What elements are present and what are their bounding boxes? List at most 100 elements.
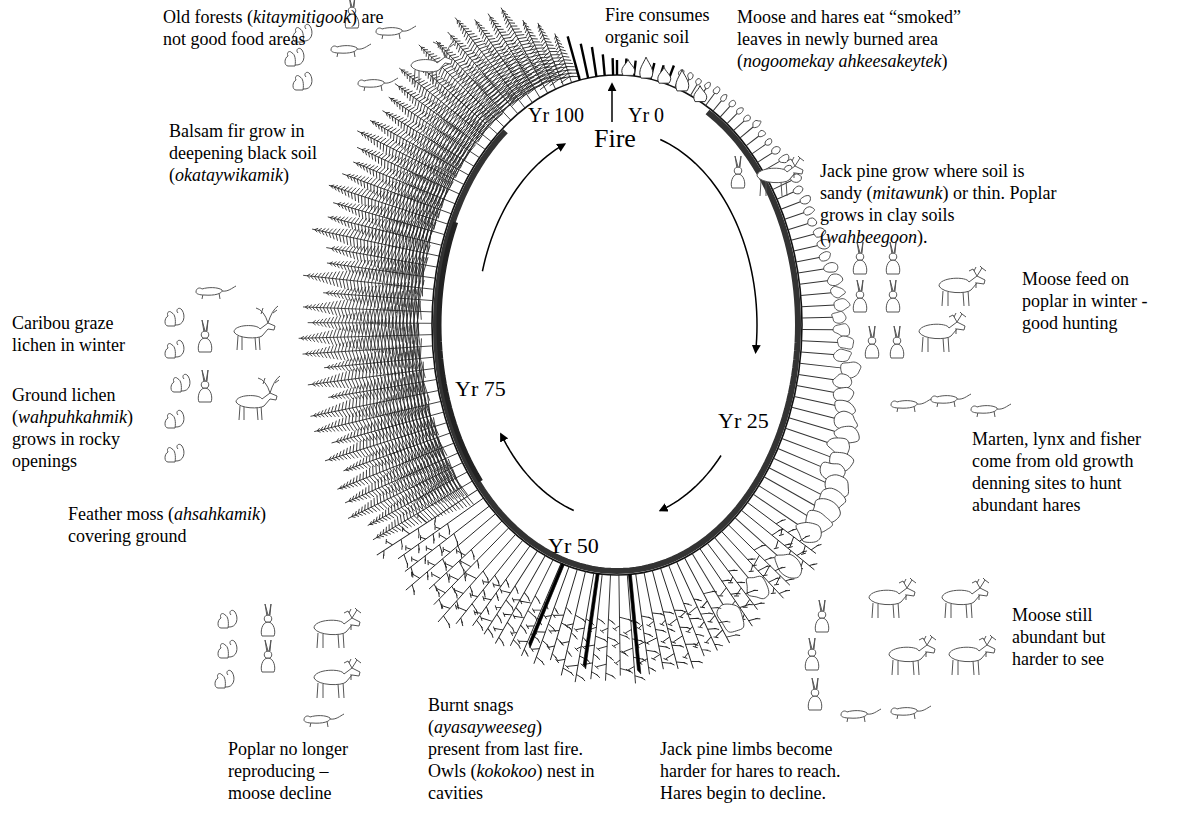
tree bbox=[787, 409, 862, 447]
poplar-crown bbox=[757, 129, 766, 138]
hare-outline bbox=[805, 656, 819, 670]
hare-outline bbox=[202, 370, 208, 382]
hare-icon bbox=[865, 326, 879, 358]
marten-icon bbox=[358, 78, 398, 91]
spruce-fir bbox=[298, 311, 433, 362]
native-term: kitaymitigook bbox=[253, 7, 351, 27]
tree bbox=[738, 118, 763, 140]
spruce-fir bbox=[336, 433, 467, 523]
spruce-fir bbox=[473, 4, 556, 107]
squirrel-icon bbox=[285, 48, 304, 66]
squirrel-outline bbox=[175, 308, 184, 325]
squirrel-outline bbox=[295, 48, 304, 65]
hare-icon bbox=[805, 638, 819, 670]
burnt-stub bbox=[616, 60, 618, 75]
hare-icon bbox=[261, 640, 275, 672]
poplar-crown bbox=[799, 194, 812, 205]
hare-outline bbox=[264, 615, 271, 622]
poplar-trunk bbox=[796, 257, 820, 262]
tree bbox=[318, 401, 453, 483]
poplar-crown bbox=[735, 106, 744, 115]
tree bbox=[465, 540, 539, 632]
burnt-stub bbox=[611, 58, 614, 75]
hare-outline bbox=[265, 604, 271, 616]
caribou-outline bbox=[256, 306, 278, 323]
poplar-crown bbox=[712, 86, 721, 95]
poplar-trunk bbox=[740, 126, 754, 138]
native-term: wahbeegoon bbox=[826, 227, 917, 247]
tree bbox=[428, 526, 525, 631]
squirrel-outline bbox=[165, 414, 175, 428]
poplar-trunk bbox=[802, 317, 833, 319]
tree bbox=[801, 298, 850, 313]
marten-outline bbox=[841, 711, 867, 719]
hare-outline bbox=[201, 331, 208, 338]
caribou-outline bbox=[258, 376, 280, 393]
marten-outline bbox=[304, 716, 330, 724]
tree bbox=[795, 378, 855, 404]
hare-outline bbox=[734, 167, 741, 174]
caribou-icon bbox=[411, 40, 455, 84]
jack-pine bbox=[578, 573, 615, 681]
tree bbox=[581, 44, 588, 78]
moose-outline bbox=[889, 645, 935, 662]
spruce-fir bbox=[348, 112, 474, 204]
poplar-trunk bbox=[800, 281, 830, 285]
moose-outline bbox=[314, 618, 360, 635]
marten-icon bbox=[931, 394, 971, 407]
spruce-fir bbox=[322, 337, 435, 387]
poplar-trunk bbox=[746, 136, 759, 146]
poplar-crown bbox=[770, 145, 782, 156]
fire-flames bbox=[622, 57, 707, 102]
tree bbox=[383, 67, 497, 166]
tree bbox=[641, 568, 689, 672]
moose-icon bbox=[314, 658, 361, 698]
poplar-trunk bbox=[786, 428, 832, 443]
poplar-crown bbox=[714, 598, 749, 636]
poplar-trunk bbox=[758, 152, 774, 162]
hare-outline bbox=[865, 344, 879, 358]
poplar-trunk bbox=[713, 100, 722, 111]
hare-outline bbox=[819, 600, 825, 612]
burnt-snag bbox=[628, 574, 640, 674]
hare-outline bbox=[201, 381, 208, 388]
annotation: Burnt snags (ayasayweeseg) present from … bbox=[428, 694, 596, 804]
poplar-trunk bbox=[797, 386, 837, 393]
native-term: nogoomekay ahkeesakeytek bbox=[743, 51, 941, 71]
tree bbox=[487, 551, 555, 649]
tree bbox=[301, 323, 434, 378]
squirrel-outline bbox=[175, 444, 184, 461]
cycle-arrows bbox=[482, 84, 757, 510]
jack-pine bbox=[487, 551, 555, 649]
tree bbox=[759, 466, 844, 528]
annotation: Fire consumes organic soil bbox=[605, 4, 727, 48]
hare-outline bbox=[735, 156, 741, 168]
moose-outline bbox=[979, 635, 996, 657]
burnt-stub bbox=[581, 44, 588, 78]
hare-outline bbox=[890, 344, 904, 358]
soil-band bbox=[436, 112, 798, 571]
moose-icon bbox=[919, 312, 966, 352]
poplar-trunk bbox=[774, 458, 827, 483]
poplar-crown bbox=[830, 286, 846, 299]
moose-outline bbox=[969, 266, 986, 288]
hare-outline bbox=[812, 678, 818, 690]
annotation: Marten, lynx and fisher come from old gr… bbox=[972, 428, 1172, 516]
cycle-arrow bbox=[660, 140, 757, 353]
squirrel-icon bbox=[165, 410, 184, 428]
jack-pine bbox=[499, 554, 564, 651]
hare-icon bbox=[808, 678, 822, 710]
poplar-crown bbox=[833, 349, 852, 363]
tree bbox=[460, 9, 548, 113]
annotation: Poplar no longer reproducing – moose dec… bbox=[228, 738, 358, 804]
marten-icon bbox=[891, 706, 931, 719]
annotation: Moose feed on poplar in winter - good hu… bbox=[1022, 268, 1162, 334]
marten-icon bbox=[331, 44, 371, 57]
poplar-trunk bbox=[802, 305, 835, 307]
spruce-fir bbox=[326, 392, 449, 463]
tree bbox=[711, 93, 729, 113]
poplar-trunk bbox=[801, 352, 836, 355]
squirrel-icon bbox=[171, 374, 190, 392]
hare-outline bbox=[731, 174, 745, 188]
poplar-trunk bbox=[802, 329, 836, 330]
